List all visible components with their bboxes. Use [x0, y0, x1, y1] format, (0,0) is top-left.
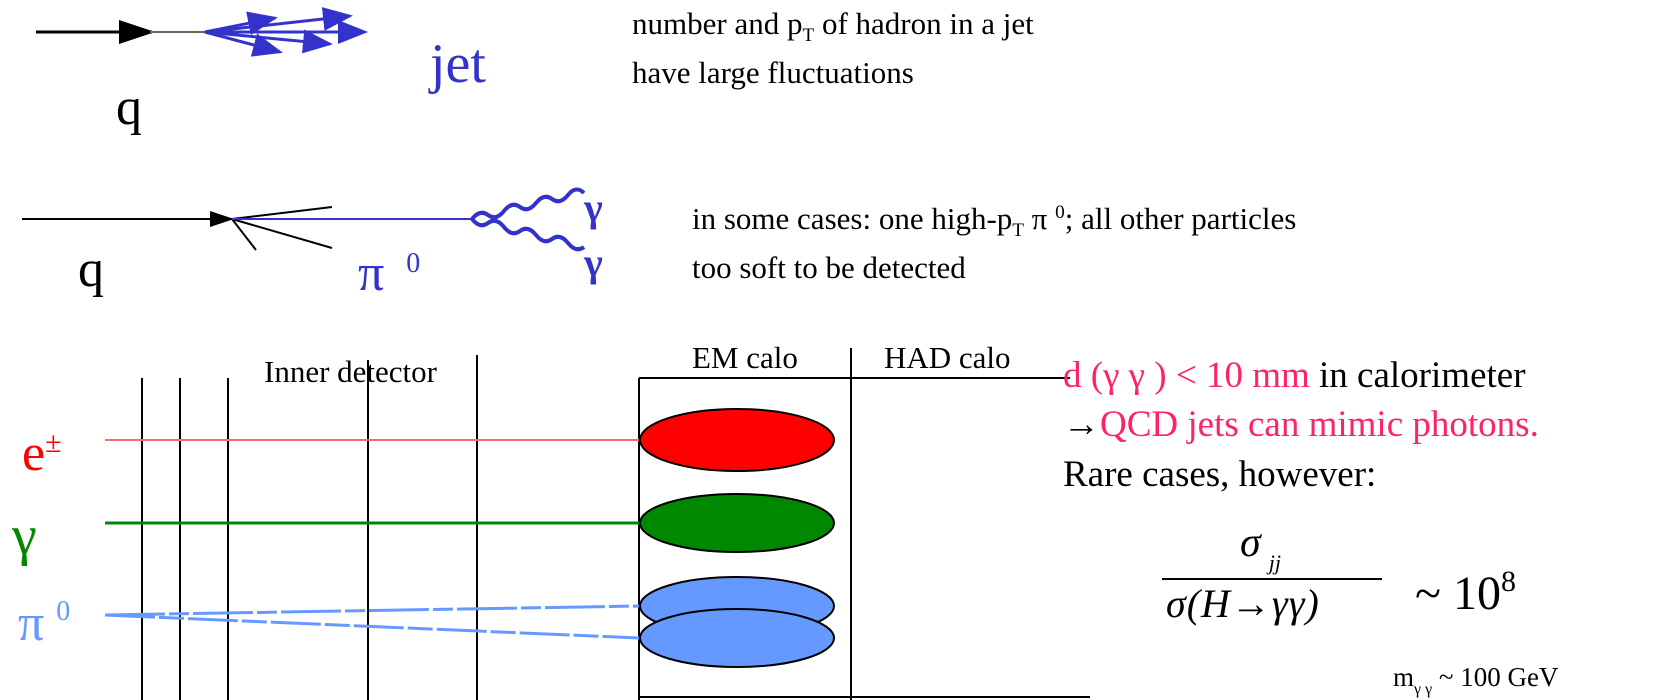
mass-symbol: m: [1393, 662, 1415, 692]
gamma-label-2: γ: [584, 240, 603, 285]
detector-diagram: [104, 348, 1090, 700]
soft-particle-3: [231, 218, 257, 251]
sigma-jj-sub: jj: [1268, 550, 1281, 575]
inner-detector-label: Inner detector: [264, 354, 437, 389]
soft-particle-2: [231, 218, 333, 249]
photon-wiggle-1: [470, 187, 586, 221]
inner-detector-layers: [141, 355, 478, 700]
pion-symbol-middle: π: [358, 245, 385, 302]
gamma-label-1: γ: [584, 185, 603, 230]
jet-label: jet: [430, 33, 486, 95]
pion-track-upper: [104, 604, 641, 617]
pion-symbol-detector: π: [18, 595, 45, 652]
em-calo-label: EM calo: [692, 340, 798, 375]
top-description-line1: number and pT of hadron in a jet: [632, 6, 1034, 45]
middle-description-line2: too soft to be detected: [692, 250, 966, 285]
quark-jet-diagram: [36, 7, 368, 57]
quark-label-middle: q: [78, 241, 104, 298]
mid-desc-sub: T: [1012, 219, 1024, 241]
photon-wiggle-2: [470, 217, 586, 252]
mid-desc-post: ; all other particles: [1064, 201, 1297, 236]
electron-label: e±: [22, 428, 62, 480]
right-text-line3: Rare cases, however:: [1063, 454, 1377, 495]
approx-ten: ~ 10: [1415, 567, 1501, 620]
sigma-jj: σ: [1240, 520, 1261, 566]
arrow-symbol: →: [1063, 404, 1100, 445]
mid-desc-pre: in some cases: one high-p: [692, 201, 1013, 236]
photon-label: γ: [12, 505, 37, 567]
right-text-line1: d (γ γ ) < 10 mm in calorimeter: [1063, 357, 1526, 394]
photon-shower: [639, 493, 835, 553]
pion-charge-detector: 0: [56, 596, 71, 627]
electron-charge: ±: [45, 426, 62, 459]
soft-particle-1: [231, 206, 333, 220]
right-text-line2: →QCD jets can mimic photons.: [1063, 406, 1539, 443]
pion-shower-lower: [639, 608, 835, 668]
pion-charge-middle: 0: [406, 248, 421, 279]
separation-condition: d (γ γ ) < 10 mm: [1063, 355, 1310, 396]
top-desc-sub: T: [802, 24, 815, 46]
top-description-line2: have large fluctuations: [632, 55, 914, 90]
qcd-jets-text: QCD jets can mimic photons.: [1100, 404, 1539, 445]
pion-track-lower: [104, 613, 641, 640]
ratio-value: ~ 108: [1415, 567, 1516, 620]
fraction-denominator: σ(H→γγ): [1166, 581, 1320, 626]
jet-spray: [204, 7, 368, 57]
quark-label-top: q: [116, 79, 142, 136]
mass-sub: γ γ: [1414, 681, 1433, 698]
calorimeter-box: [638, 348, 1090, 700]
top-desc-post: of hadron in a jet: [814, 6, 1034, 41]
top-desc-pre: number and p: [632, 6, 803, 41]
electron-symbol: e: [22, 425, 46, 482]
in-calorimeter-text: in calorimeter: [1309, 355, 1526, 396]
exponent: 8: [1500, 565, 1516, 598]
had-calo-label: HAD calo: [884, 340, 1011, 375]
quark-pion-diagram: [22, 187, 586, 252]
mid-desc-mid: π: [1024, 201, 1056, 236]
mid-desc-sup: 0: [1055, 202, 1065, 224]
electron-shower: [639, 408, 835, 472]
mass-note: mγ γ ~ 100 GeV: [1393, 662, 1559, 698]
mass-value: ~ 100 GeV: [1432, 662, 1559, 692]
middle-description-line1: in some cases: one high-pT π 0; all othe…: [692, 201, 1297, 240]
